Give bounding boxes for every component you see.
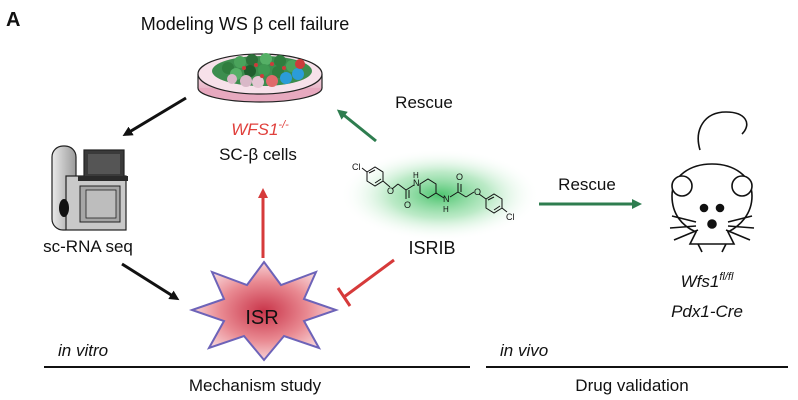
atom-o-carbonyl-left: O xyxy=(404,200,411,210)
arrow-dish-to-sequencer xyxy=(122,96,187,137)
isr-label: ISR xyxy=(245,307,278,329)
drug-label: ISRIB xyxy=(408,238,455,258)
validation-label: Drug validation xyxy=(575,376,688,395)
arrow-rescue-in-vitro xyxy=(336,109,377,143)
mechanism-label: Mechanism study xyxy=(189,376,322,395)
rescue-in-vivo-label: Rescue xyxy=(558,175,616,194)
panel-letter: A xyxy=(6,9,20,31)
cells-genotype: -/- xyxy=(278,119,289,131)
cell-cluster xyxy=(222,53,305,88)
inhibition-line xyxy=(336,258,395,307)
arrow-sequencer-to-isr xyxy=(121,262,180,301)
mouse-icon xyxy=(669,111,755,253)
mouse-gene: Wfs1 xyxy=(681,272,720,291)
mouse-cre-label: Pdx1-Cre xyxy=(671,302,743,321)
mouse-genotype: fl/fl xyxy=(719,271,734,283)
in-vitro-label: in vitro xyxy=(58,341,108,360)
atom-o-carbonyl-right: O xyxy=(456,172,463,182)
sequencing-label: sc-RNA seq xyxy=(43,237,133,256)
isr-burst-icon xyxy=(188,260,340,362)
cells-genotype-label: WFS1-/- xyxy=(231,119,289,139)
atom-cl-right: Cl xyxy=(506,212,515,222)
isrib-molecule-icon: Cl O O N H N H O O Cl xyxy=(340,149,540,241)
atom-h-right: H xyxy=(443,205,449,214)
sequencer-icon xyxy=(51,145,128,231)
atom-o-ether-left: O xyxy=(387,186,394,196)
mouse-genotype-label: Wfs1fl/fl xyxy=(681,271,734,291)
petri-dish-icon xyxy=(197,53,323,103)
atom-n-left: N xyxy=(413,178,420,188)
atom-n-right: N xyxy=(443,194,450,204)
atom-h-left: H xyxy=(413,171,419,180)
in-vivo-label: in vivo xyxy=(500,341,548,360)
cells-name: SC-β cells xyxy=(219,145,297,164)
figure-title: Modeling WS β cell failure xyxy=(141,14,349,34)
rescue-in-vitro-label: Rescue xyxy=(395,93,453,112)
atom-cl-left: Cl xyxy=(352,162,361,172)
cells-gene: WFS1 xyxy=(231,120,278,139)
atom-o-ether-right: O xyxy=(474,187,481,197)
